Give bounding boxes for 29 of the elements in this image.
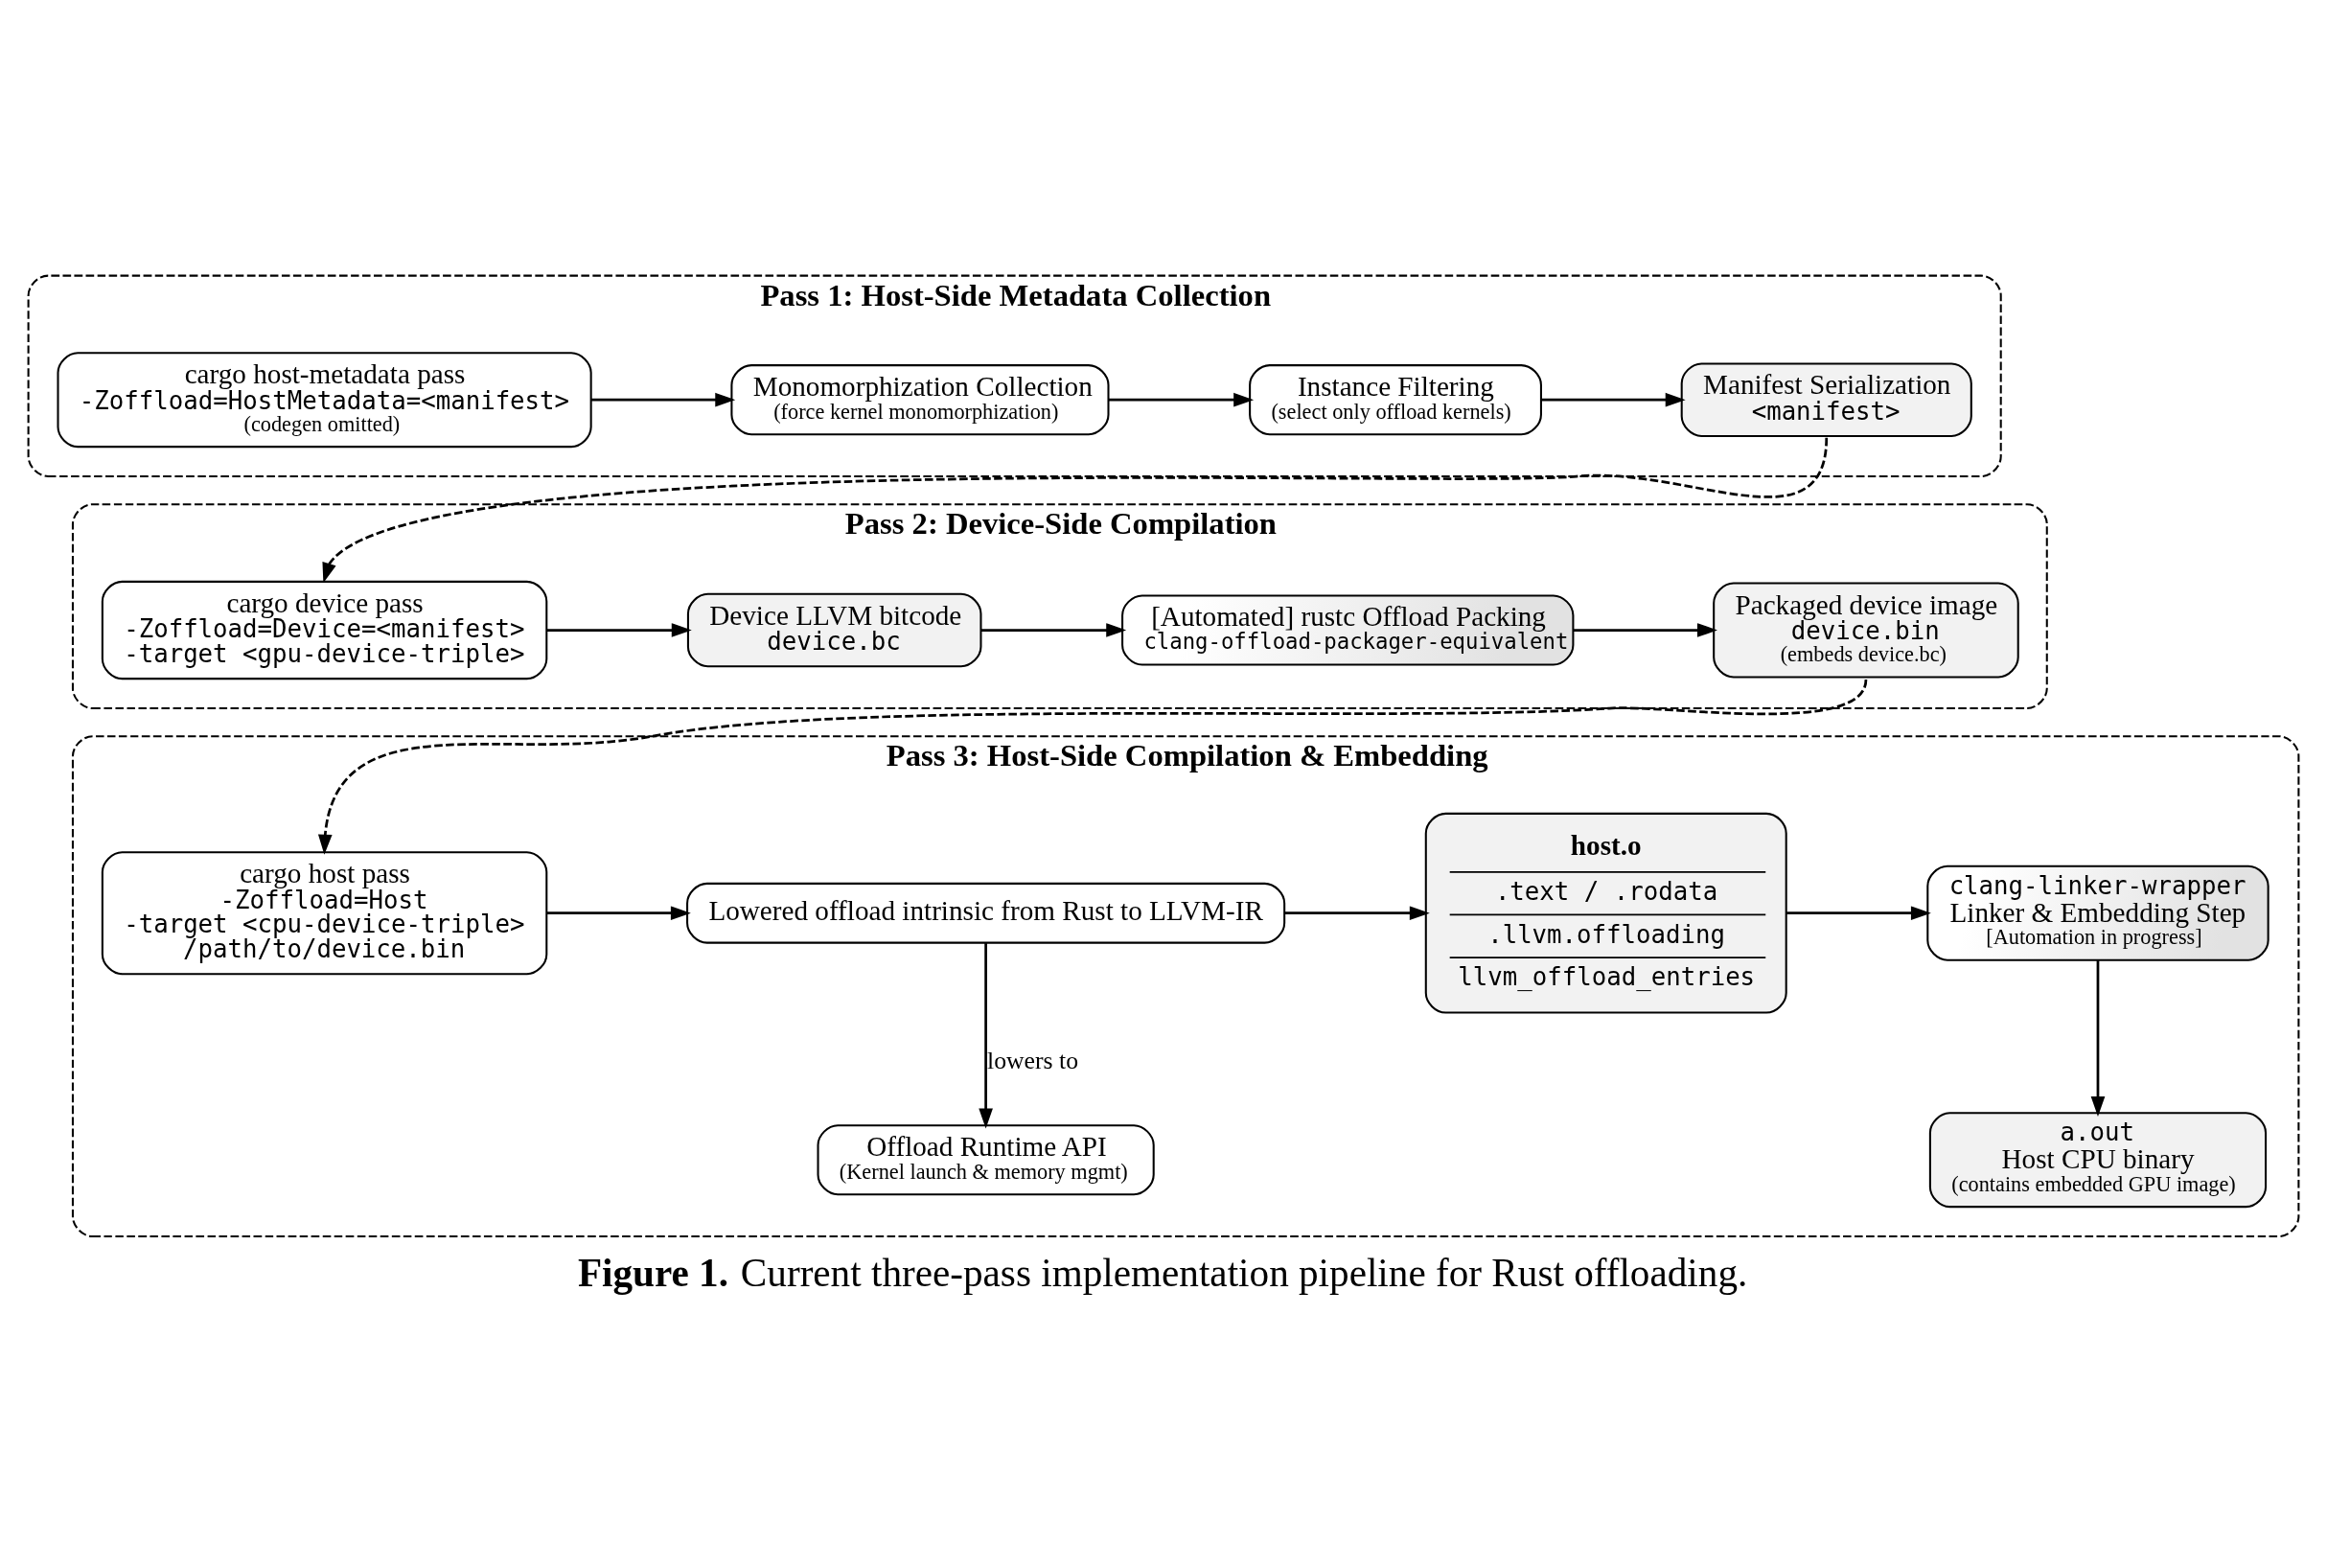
arrow [591,392,736,407]
arrow [322,437,1829,584]
arrow [2090,960,2106,1118]
arrow [546,623,692,637]
caption: Figure 1. Current three-pass implementation pipeline for Rust offloading. [577,1250,1748,1295]
node-box: cargo host-metadata pass -Zoffload=HostMetadata=<manifest> (codegen omitted) [57,352,592,449]
node-box: clang-linker-wrapper Linker & Embedding Step [Automation in progress] [1926,865,2269,961]
node-box: host.o .text / .rodata .llvm.offloading llvm_offload_entries [1424,812,1787,1014]
arrow [1284,906,1430,921]
arrow [1108,392,1255,407]
arrow [979,943,993,1129]
arrow [546,906,691,921]
node-box: [Automated] rustc Offload Packing clang-offload-packager-equivalent [1121,594,1575,666]
node-box: Device LLVM bitcode device.bc [686,592,982,668]
node-box: a.out Host CPU binary (contains embedded GPU image) [1928,1112,2268,1209]
arrow [317,679,1868,855]
node-box: Instance Filtering (select only offload kernels) [1249,364,1542,436]
edge-label: lowers to [987,1046,1079,1074]
node-box: Lowered offload intrinsic from Rust to LLVM-IR [686,882,1286,944]
node-box: Manifest Serialization <manifest> [1680,362,1972,437]
node-box: cargo host pass -Zoffload=Host -target <cpu-device-triple> /path/to/device.bin [101,851,548,976]
arrow [1541,392,1686,407]
node-box: Packaged device image device.bin (embeds device.bc) [1713,582,2019,679]
arrow [1573,623,1717,637]
node-box: Monomorphization Collection (force kernel monomorphization) [730,364,1110,436]
node-box: cargo device pass -Zoffload=Device=<manifest> -target <gpu-device-triple> [101,580,548,680]
arrow [1786,906,1931,921]
node-box: Offload Runtime API (Kernel launch & memory mgmt) [817,1124,1155,1196]
arrow [980,623,1127,637]
